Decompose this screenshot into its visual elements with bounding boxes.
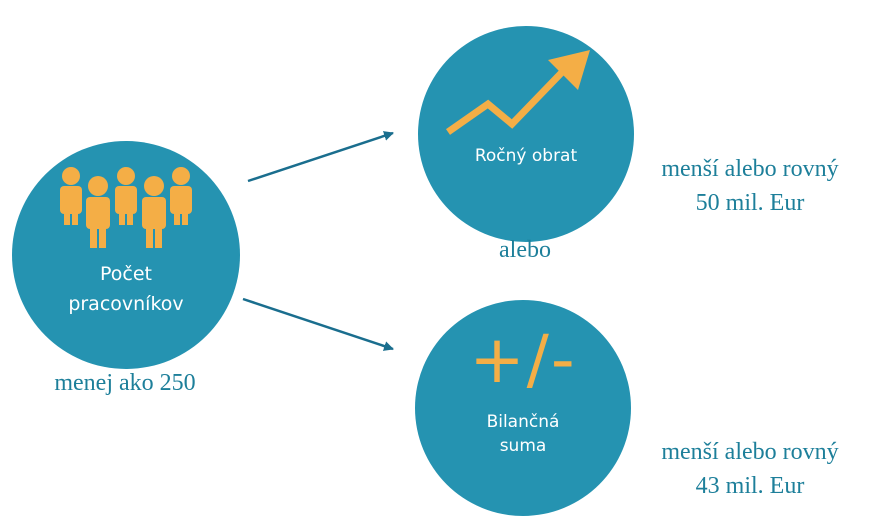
arrow-to-turnover	[247, 131, 394, 183]
turnover-condition: menší alebo rovný 50 mil. Eur	[661, 156, 839, 216]
people-group-icon	[60, 167, 192, 248]
connector-or: alebo	[499, 237, 551, 263]
employees-label: Počet pracovníkov	[68, 263, 184, 315]
rising-trend-arrow-icon	[445, 50, 590, 135]
employees-condition: menej ako 250	[54, 370, 196, 396]
turnover-circle: Ročný obrat	[418, 26, 634, 242]
arrow-to-balance	[242, 297, 394, 351]
employees-circle: Počet pracovníkov	[12, 141, 240, 369]
turnover-label: Ročný obrat	[474, 146, 578, 166]
connector-arrows	[242, 131, 394, 351]
balance-label: Bilančná suma	[486, 412, 560, 456]
balance-condition: menší alebo rovný 43 mil. Eur	[661, 439, 839, 499]
balance-circle: +/- Bilančná suma	[415, 300, 631, 516]
plus-minus-icon: +/-	[469, 321, 577, 398]
